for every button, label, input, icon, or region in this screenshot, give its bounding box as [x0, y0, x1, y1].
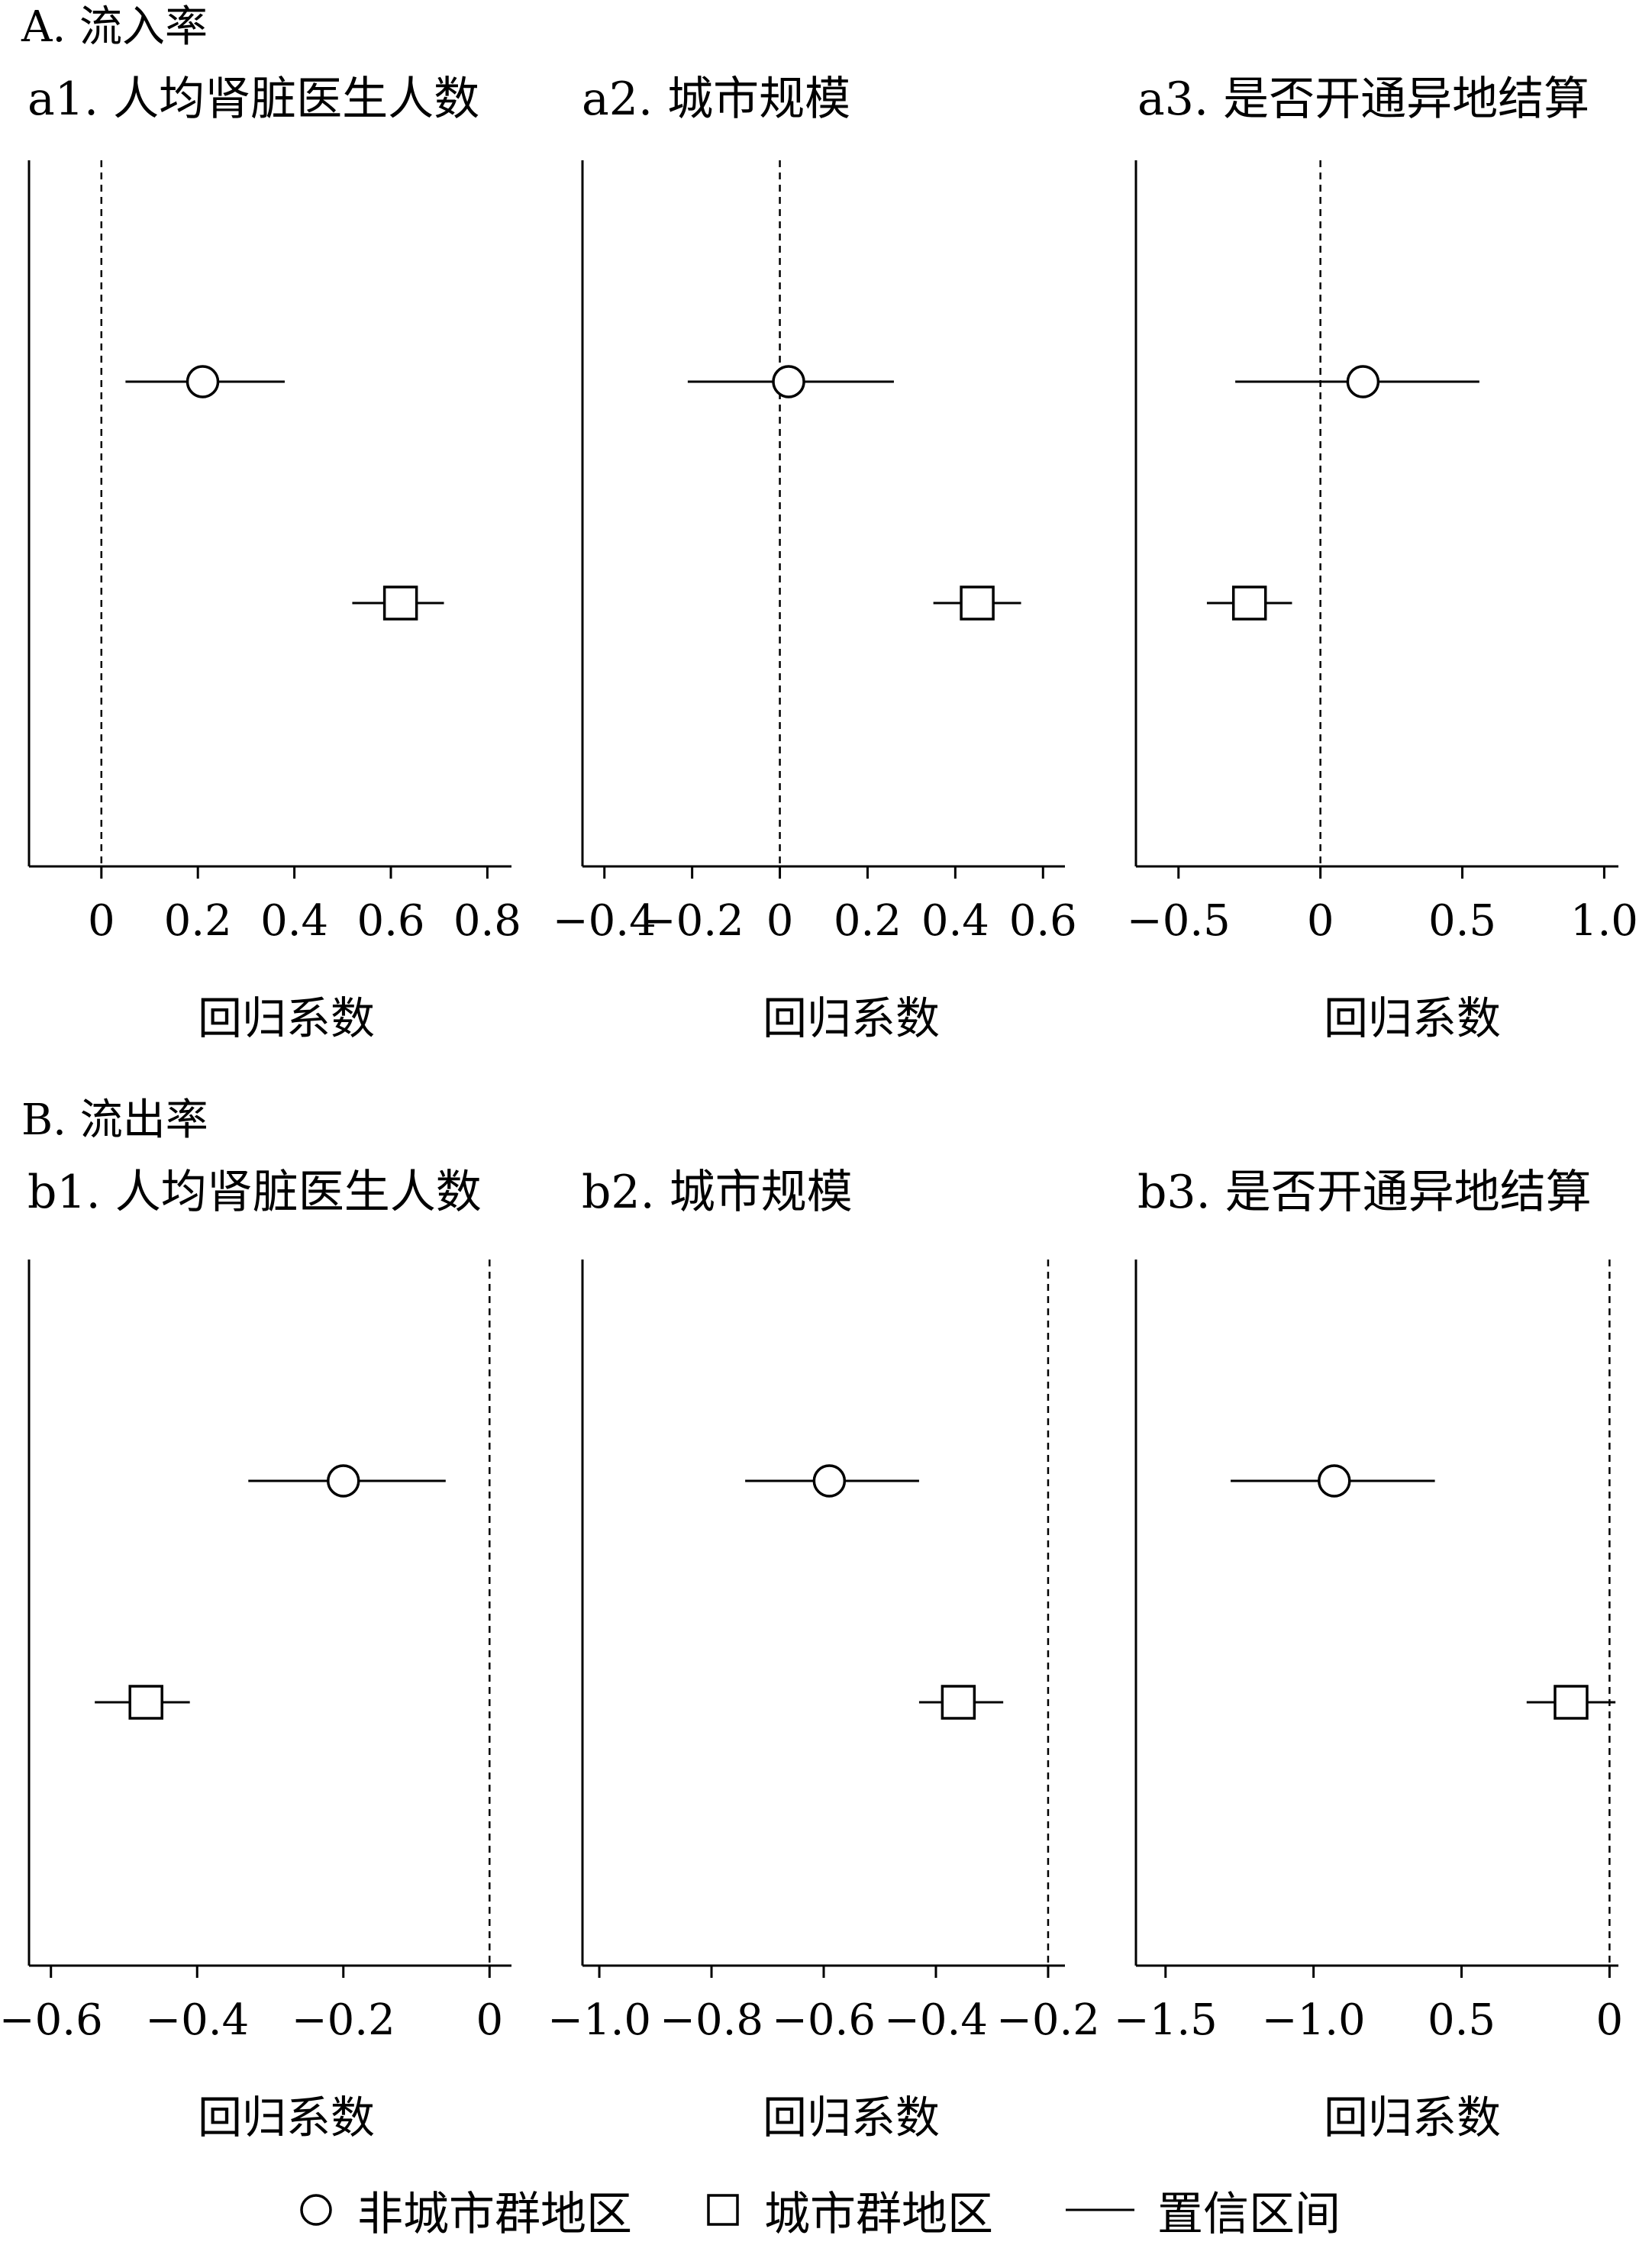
point-cluster: [960, 585, 995, 621]
x-tick-label: 0.8: [453, 896, 521, 946]
point-non-cluster: [186, 365, 220, 398]
chart-b1: −0.6 −0.4 −0.2 0: [0, 1260, 511, 2045]
panel-title-b1: b1. 人均肾脏医生人数: [27, 1166, 482, 1219]
x-tick-label: 0.4: [921, 896, 989, 946]
panel-title-a2: a2. 城市规模: [582, 73, 851, 126]
x-tick-label: 0: [1307, 896, 1334, 946]
x-tick-label: 0.6: [357, 896, 424, 946]
point-non-cluster: [327, 1464, 360, 1498]
x-tick-label: 0.5: [1428, 1995, 1496, 2045]
chart-b3: −1.5 −1.0 0.5 0: [1114, 1260, 1624, 2045]
point-non-cluster: [1346, 365, 1380, 398]
legend-label-cluster: 城市群地区: [764, 2187, 993, 2241]
section-title-outflow: B. 流出率: [21, 1095, 208, 1145]
x-tick-label: −1.5: [1114, 1995, 1218, 2045]
x-tick-label: −0.2: [996, 1995, 1100, 2045]
x-tick-label: −0.6: [0, 1995, 103, 2045]
point-non-cluster: [812, 1464, 847, 1498]
point-cluster: [1554, 1685, 1589, 1720]
x-tick-label: 0: [1596, 1995, 1624, 2045]
point-cluster: [1231, 585, 1267, 621]
x-tick-label: −0.4: [884, 1995, 988, 2045]
x-tick-label: 0.6: [1009, 896, 1077, 946]
square-marker-icon: [707, 2194, 739, 2226]
panel-title-b2: b2. 城市规模: [582, 1166, 853, 1219]
x-axis-label-b3: 回归系数: [1323, 2092, 1502, 2143]
legend-item-ci: 置信区间: [1066, 2177, 1341, 2243]
x-tick-label: −1.0: [1262, 1995, 1366, 2045]
x-tick-label: −0.2: [640, 896, 744, 946]
x-tick-label: −0.8: [660, 1995, 763, 2045]
point-non-cluster: [1318, 1464, 1351, 1498]
x-axis-label-a2: 回归系数: [762, 992, 941, 1044]
x-tick-label: 0.4: [260, 896, 328, 946]
legend-item-non-cluster: 非城市群地区: [298, 2177, 632, 2243]
x-axis-label-b2: 回归系数: [762, 2092, 941, 2143]
x-tick-label: −0.5: [1127, 896, 1231, 946]
x-tick-label: 1.0: [1570, 896, 1638, 946]
x-tick-label: −0.2: [292, 1995, 395, 2045]
panel-title-a3: a3. 是否开通异地结算: [1137, 73, 1590, 126]
point-cluster: [128, 1685, 163, 1720]
ci-line-icon: [1066, 2208, 1134, 2211]
x-tick-label: 0.2: [164, 896, 232, 946]
x-tick-label: 0: [88, 896, 115, 946]
x-tick-label: 0.2: [834, 896, 902, 946]
chart-a2: −0.4−0.2 0 0.2 0.4 0.6: [553, 160, 1077, 946]
panel-title-b3: b3. 是否开通异地结算: [1137, 1166, 1592, 1219]
chart-a1: 0 0.2 0.4 0.6 0.8: [27, 160, 521, 946]
x-axis-label-b1: 回归系数: [197, 2092, 376, 2143]
panel-title-a1: a1. 人均肾脏医生人数: [27, 73, 480, 126]
x-axis-label-a1: 回归系数: [197, 992, 376, 1044]
x-tick-label: −0.6: [772, 1995, 876, 2045]
x-tick-label: 0.5: [1428, 896, 1496, 946]
x-tick-label: −1.0: [547, 1995, 651, 2045]
point-cluster: [382, 585, 418, 621]
x-axis-label-a3: 回归系数: [1323, 992, 1502, 1044]
point-non-cluster: [772, 365, 805, 398]
chart-a3: −0.5 0 0.5 1.0: [1127, 160, 1638, 946]
x-tick-label: −0.4: [145, 1995, 249, 2045]
legend-label-ci: 置信区间: [1157, 2187, 1341, 2241]
circle-marker-icon: [300, 2194, 332, 2226]
section-title-inflow: A. 流入率: [21, 2, 208, 52]
point-cluster: [941, 1685, 976, 1720]
legend-label-non-cluster: 非城市群地区: [357, 2187, 632, 2241]
legend: 非城市群地区 城市群地区 置信区间: [298, 2183, 1341, 2241]
chart-b2: −1.0−0.8−0.6−0.4−0.2: [547, 1260, 1100, 2045]
x-tick-label: −0.4: [553, 896, 657, 946]
legend-item-cluster: 城市群地区: [705, 2177, 993, 2243]
x-tick-label: 0: [476, 1995, 503, 2045]
x-tick-label: 0: [766, 896, 794, 946]
